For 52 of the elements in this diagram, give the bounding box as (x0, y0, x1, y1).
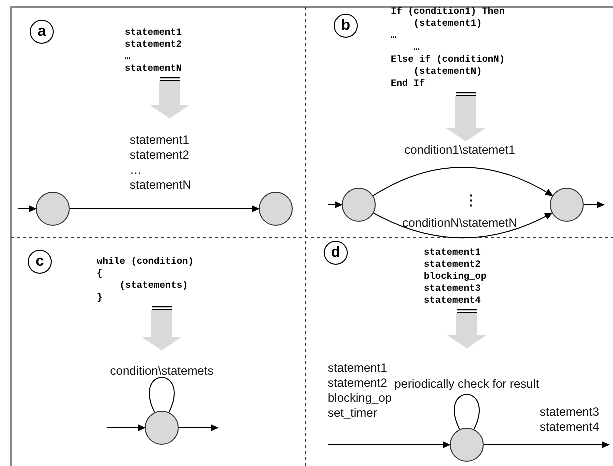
panel-letter: b (334, 14, 358, 38)
code-line: (statement1) (412, 18, 484, 30)
state-circle (36, 192, 70, 226)
arrow (373, 212, 554, 239)
state-circle (145, 411, 179, 445)
code-line: while (condition) (97, 256, 194, 268)
edge-label: condition1\statemet1 (404, 143, 516, 158)
code-line: statement4 (424, 295, 482, 307)
arrow (328, 202, 343, 208)
edge-label: statement3 statement4 (540, 405, 600, 435)
code-line: statement1 (424, 247, 482, 259)
block-arrow (446, 96, 486, 142)
edge-label: conditionN\statemetN (402, 216, 518, 231)
arrow (18, 206, 37, 212)
ellipsis-mark: ⋮ (464, 193, 478, 208)
code-line: statementN (125, 63, 182, 75)
arrow (372, 166, 554, 196)
state-circle (259, 192, 293, 226)
panel-letter: a (30, 20, 54, 44)
code-line: (statements) (118, 280, 190, 292)
code-line: (statementN) (412, 66, 484, 78)
code-line: { (97, 268, 104, 280)
arrow (328, 442, 451, 448)
arrow (70, 206, 260, 212)
state-circle (550, 188, 584, 222)
state-circle (342, 188, 376, 222)
block-arrow (150, 82, 190, 119)
code-line: End If (391, 78, 426, 90)
edge-label: statement1 statement2 … statementN (130, 133, 192, 193)
panel-letter: d (324, 241, 348, 265)
arrow (584, 202, 605, 208)
edge-label: periodically check for result (394, 377, 540, 392)
panel-letter: c (28, 250, 52, 274)
code-line: statement2 (125, 39, 182, 51)
arrow (484, 442, 610, 448)
code-line: … (391, 30, 398, 42)
code-line: If (condition1) Then (391, 6, 506, 18)
code-line: blocking_op (424, 271, 487, 283)
block-arrow (142, 310, 182, 351)
code-line: … (412, 42, 421, 54)
code-line: statement3 (424, 283, 482, 295)
edge-label: statement1 statement2 blocking_op set_timer (328, 361, 392, 421)
arrow (106, 424, 146, 432)
block-arrow (447, 314, 487, 349)
code-line: statement1 (125, 27, 182, 39)
state-circle (450, 428, 484, 462)
arrow (178, 424, 219, 432)
code-line: … (125, 51, 132, 63)
code-line: } (97, 292, 104, 304)
code-line: statement2 (424, 259, 482, 271)
edge-label: condition\statemets (110, 364, 214, 379)
code-line: Else if (conditionN) (391, 54, 506, 66)
